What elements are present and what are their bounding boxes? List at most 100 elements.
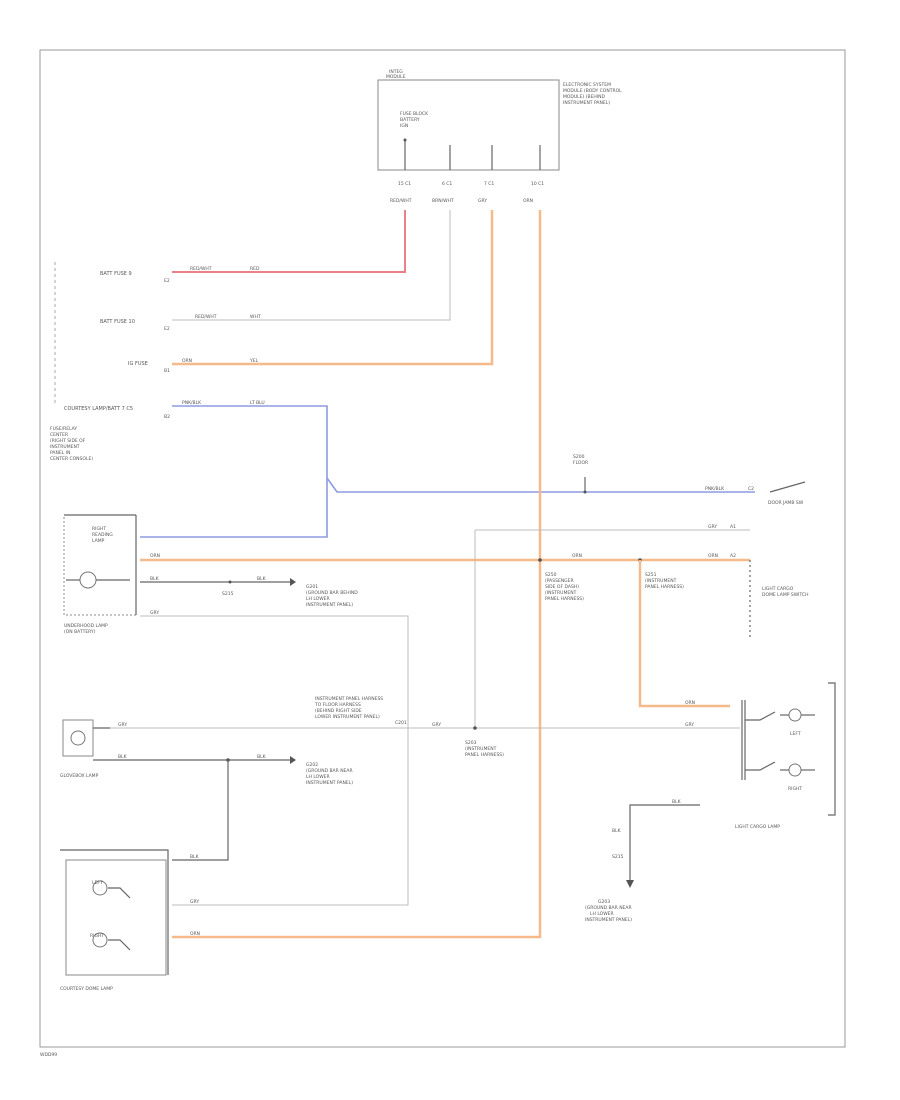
right-p2: A2 <box>730 553 736 559</box>
module: INTEG MODULE ELECTRONIC SYSTEM MODULE (B… <box>377 69 622 204</box>
fuse-2-wire1: RED/WHT <box>195 314 217 320</box>
fuse-group-label-2: CENTER <box>50 432 68 438</box>
s250-2: (PASSENGER <box>545 578 574 584</box>
map-blk2: BLK <box>257 576 267 582</box>
wire-gray-1 <box>172 210 451 321</box>
glovebox-lamp: GLOVEBOX LAMP <box>60 719 110 779</box>
wire-red <box>172 210 406 273</box>
s251-2: (INSTRUMENT <box>645 578 677 584</box>
fuse-1-wire2: RED <box>250 266 260 272</box>
fuse-1-wire1: RED/WHT <box>190 266 212 272</box>
map-lamp-inner-2: READING <box>92 532 113 538</box>
court-orn: ORN <box>190 931 200 937</box>
glove-blk: BLK <box>118 754 128 760</box>
module-wire-3: GRY <box>478 198 487 204</box>
wire-blue <box>172 405 755 493</box>
fuse-3-wire1: ORN <box>182 358 192 364</box>
fuse-2-wire2: WHT <box>250 314 261 320</box>
map-lamp-inner-3: LAMP <box>92 538 105 544</box>
fuse-group-label-5: PANEL IN <box>50 450 70 456</box>
module-side-label-1: ELECTRONIC SYSTEM <box>563 82 611 88</box>
right-p1: A1 <box>730 524 736 530</box>
harness-4: LOWER INSTRUMENT PANEL) <box>315 714 380 720</box>
map-blk: BLK <box>150 576 160 582</box>
s203-2: (INSTRUMENT <box>465 746 497 752</box>
right-bulb-right <box>788 763 802 777</box>
right-lamp-switch-1: LIGHT CARGO <box>762 586 794 592</box>
s250-1: S250 <box>545 572 557 578</box>
s250-5: PANEL HARNESS) <box>545 596 584 602</box>
ground-g2-4: INSTRUMENT PANEL) <box>306 780 353 786</box>
right-w1: GRY <box>708 524 717 530</box>
ground-g3-2: (GROUND BAR NEAR <box>585 905 632 911</box>
courtesy-lamp: LEFT RIGHT COURTESY DOME LAMP <box>60 849 169 992</box>
wire-orange-main <box>172 210 542 939</box>
right-end-wire: PNK/BLK <box>705 486 725 492</box>
module-side-label-2: MODULE (BODY CONTROL <box>563 88 622 94</box>
right-end-label: DOOR JAMB SW <box>768 500 804 506</box>
court-blk: BLK <box>190 854 200 860</box>
fuse-relay-center: BATT FUSE 9 E2 BATT FUSE 10 E2 IG FUSE B… <box>50 262 170 462</box>
courtesy-label: COURTESY DOME LAMP <box>60 986 113 992</box>
s251-3: PANEL HARNESS) <box>645 584 684 590</box>
right-lamp: LIGHT CARGO DOME LAMP SWITCH LEFT RIGHT … <box>735 560 836 830</box>
fuse-group-label-1: FUSE/RELAY <box>50 426 77 432</box>
map-lamp-label-1: UNDERHOOD LAMP <box>64 623 108 629</box>
ground-g1-4: INSTRUMENT PANEL) <box>306 602 353 608</box>
ground-g2-2: (GROUND BAR NEAR <box>306 768 353 774</box>
ground-g3-1: G203 <box>598 899 610 905</box>
right-bulb-label-right: RIGHT <box>788 786 802 792</box>
module-pin-3: 7 C1 <box>484 181 494 187</box>
courtesy-inner-1: LEFT <box>92 880 103 886</box>
module-top-label-2: MODULE <box>386 74 406 80</box>
module-wire-2: BRN/WHT <box>432 198 454 204</box>
map-s215: S215 <box>222 591 234 597</box>
fuse-2-pin: E2 <box>164 326 170 332</box>
ground-g2-3: LH LOWER <box>306 774 330 780</box>
ground-g1-1: G201 <box>306 584 318 590</box>
map-lamp-inner-1: RIGHT <box>92 526 106 532</box>
courtesy-inner-2: RIGHT <box>90 933 104 939</box>
g3-wire: BLK <box>612 828 622 834</box>
mid-gry: GRY <box>432 722 441 728</box>
module-box <box>377 79 560 171</box>
ground-g3-3: LH LOWER <box>590 911 614 917</box>
right-lamp-switch-2: DOME LAMP SWITCH <box>762 592 809 598</box>
ground-g2-1: G202 <box>306 762 318 768</box>
module-pin-1: 15 C1 <box>398 181 411 187</box>
right-gry2: GRY <box>685 722 694 728</box>
module-side-label-4: INSTRUMENT PANEL) <box>563 100 610 106</box>
s251-1: S251 <box>645 572 657 578</box>
right-bulb-left <box>788 708 802 722</box>
wire-orange-ig <box>172 210 494 366</box>
fuse-1-name: BATT FUSE 9 <box>100 271 132 277</box>
fuse-group-label-6: CENTER CONSOLE) <box>50 456 93 462</box>
fuse-3-name: IG FUSE <box>128 361 148 367</box>
map-lamp-bulb <box>79 571 97 589</box>
s203-3: PANEL HARNESS) <box>465 752 504 758</box>
ground-g1-3: LH LOWER <box>306 596 330 602</box>
s203-1: S203 <box>465 740 477 746</box>
glovebox-label: GLOVEBOX LAMP <box>60 773 99 779</box>
module-pin-2: 6 C1 <box>442 181 452 187</box>
fuse-2-name: BATT FUSE 10 <box>100 319 135 325</box>
module-inner-label-3: IGN <box>400 123 408 129</box>
fuse-3-wire2: YEL <box>249 358 259 364</box>
harness-5: C201 <box>395 720 407 726</box>
fuse-4-wire1: PNK/BLK <box>182 400 202 406</box>
ground-g1-2: (GROUND BAR BEHIND <box>306 590 358 596</box>
right-gnd-wire: BLK <box>672 799 682 805</box>
g3-splice: S215 <box>612 854 624 860</box>
right-w2: ORN <box>708 553 718 559</box>
right-end-pin: C2 <box>748 486 754 492</box>
map-gry: GRY <box>150 610 159 616</box>
module-inner-label-2: BATTERY <box>400 117 420 123</box>
fuse-1-pin: E2 <box>164 278 170 284</box>
module-top-label-1: INTEG <box>389 69 403 75</box>
right-bulb-label-left: LEFT <box>790 731 801 737</box>
fuse-group-label-3: (RIGHT SIDE OF <box>50 438 86 444</box>
fuse-4-name: COURTESY LAMP/BATT 7 C5 <box>64 406 133 412</box>
s250-4: (INSTRUMENT <box>545 590 577 596</box>
mid-orn: ORN <box>572 553 582 559</box>
